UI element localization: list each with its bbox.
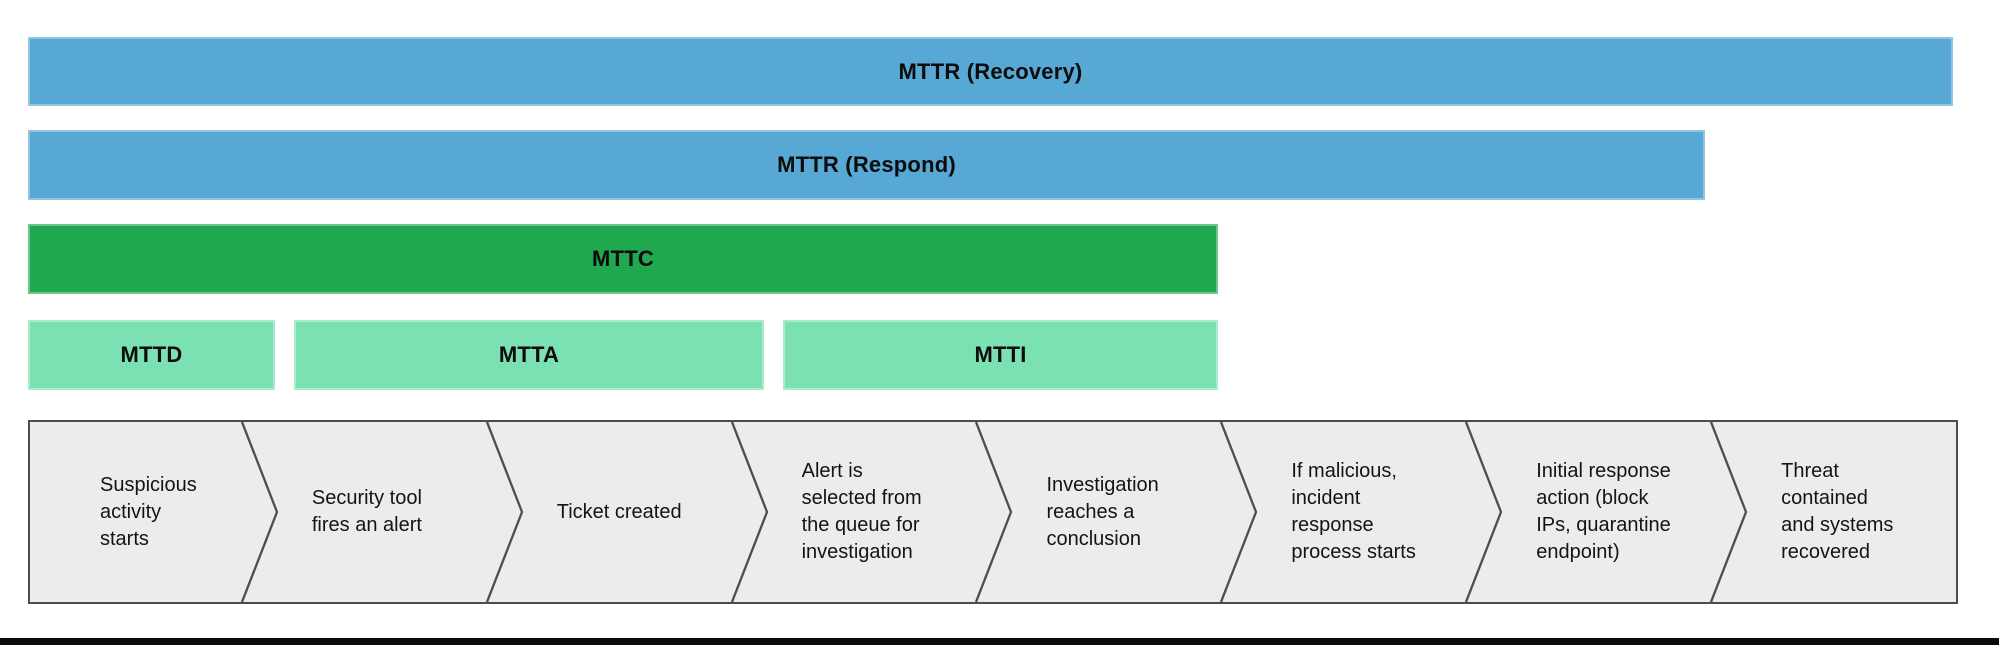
bar-label: MTTC (592, 246, 654, 271)
bar-mttr-respond: MTTR (Respond) (28, 130, 1705, 200)
process-step-label: Suspicious activity starts (100, 473, 197, 550)
bar-label: MTTR (Respond) (777, 152, 956, 177)
process-step-label: Security tool fires an alert (311, 487, 422, 536)
bar-label: MTTR (Recovery) (898, 58, 1083, 84)
process-step-2: Security tool fires an alert (242, 422, 487, 602)
bar-mttr-recovery: MTTR (Recovery) (28, 37, 1953, 106)
process-step-label: Threat contained and systems recovered (1781, 460, 1894, 563)
bottom-bar (0, 638, 1999, 645)
process-step-label: Ticket created (556, 500, 682, 523)
bar-mtta: MTTA (294, 320, 764, 390)
bar-label: MTTD (120, 342, 183, 367)
process-step-label: If malicious, incident response process … (1291, 460, 1416, 563)
process-step-3: Ticket created (487, 422, 732, 602)
process-step-1: Suspicious activity starts (30, 422, 242, 602)
process-step-label: Initial response action (block IPs, quar… (1536, 460, 1671, 563)
bar-mttd: MTTD (28, 320, 275, 390)
process-step-8: Threat contained and systems recovered (1711, 422, 1956, 602)
process-flow-band: Suspicious activity starts Security tool… (28, 420, 1958, 604)
process-step-label: Investigation reaches a conclusion (1046, 473, 1159, 550)
process-step-6: If malicious, incident response process … (1221, 422, 1466, 602)
bar-label: MTTA (498, 342, 560, 367)
process-step-4: Alert is selected from the queue for inv… (732, 422, 977, 602)
bar-mtti: MTTI (783, 320, 1218, 390)
process-step-5: Investigation reaches a conclusion (976, 422, 1221, 602)
bar-label: MTTI (974, 342, 1027, 367)
bar-mttc: MTTC (28, 224, 1218, 294)
process-step-7: Initial response action (block IPs, quar… (1466, 422, 1711, 602)
process-step-label: Alert is selected from the queue for inv… (801, 460, 922, 563)
